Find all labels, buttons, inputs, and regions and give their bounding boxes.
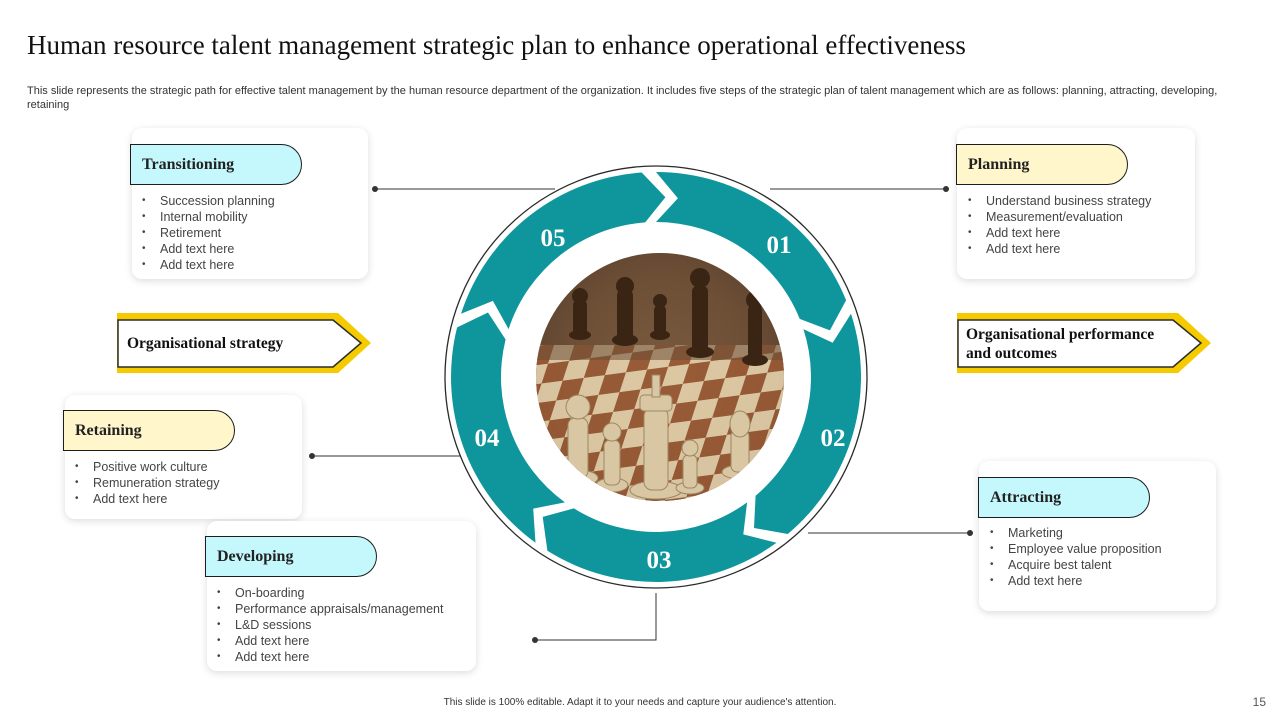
list-item: Remuneration strategy <box>73 475 219 491</box>
list-item: Add text here <box>988 573 1162 589</box>
slide-subtitle: This slide represents the strategic path… <box>27 85 1218 111</box>
stage-title-developing: Developing <box>205 536 377 577</box>
list-item: Employee value proposition <box>988 541 1162 557</box>
list-item: Measurement/evaluation <box>966 209 1151 225</box>
cycle-segment-1 <box>656 172 847 331</box>
left-arrow-shape <box>117 313 371 373</box>
step-number-05: 05 <box>541 225 566 252</box>
list-item: Add text here <box>140 241 275 257</box>
stage-title-transitioning: Transitioning <box>130 144 302 185</box>
step-numbers: 01 02 03 04 05 <box>475 225 846 574</box>
list-item: Marketing <box>988 525 1162 541</box>
transitioning-list: Succession planning Internal mobility Re… <box>140 193 275 273</box>
organisational-strategy-label: Organisational strategy <box>127 335 284 352</box>
connector-dots <box>309 186 973 643</box>
cycle-ring <box>451 172 862 582</box>
attracting-list: Marketing Employee value proposition Acq… <box>988 525 1162 589</box>
list-item: Add text here <box>215 649 443 665</box>
slide-footer: This slide is 100% editable. Adapt it to… <box>443 697 837 708</box>
cycle-segment-2 <box>754 313 862 534</box>
planning-list: Understand business strategy Measurement… <box>966 193 1151 257</box>
retaining-list: Positive work culture Remuneration strat… <box>73 459 219 507</box>
list-item: Succession planning <box>140 193 275 209</box>
stage-title-planning: Planning <box>956 144 1128 185</box>
cycle-segment-3 <box>542 502 777 582</box>
list-item: Add text here <box>140 257 275 273</box>
list-item: Understand business strategy <box>966 193 1151 209</box>
cycle-segment-5 <box>461 172 666 330</box>
list-item: Acquire best talent <box>988 557 1162 573</box>
list-item: Internal mobility <box>140 209 275 225</box>
step-number-04: 04 <box>475 425 501 452</box>
step-number-02: 02 <box>821 425 846 452</box>
list-item: L&D sessions <box>215 617 443 633</box>
list-item: Add text here <box>73 491 219 507</box>
stage-title-retaining: Retaining <box>63 410 235 451</box>
list-item: Performance appraisals/management <box>215 601 443 617</box>
list-item: Add text here <box>966 225 1151 241</box>
list-item: On-boarding <box>215 585 443 601</box>
organisational-performance-label: Organisational performance and outcomes <box>966 326 1155 362</box>
connector-lines <box>312 188 970 641</box>
list-item: Positive work culture <box>73 459 219 475</box>
step-number-01: 01 <box>767 232 792 259</box>
stage-title-attracting: Attracting <box>978 477 1150 518</box>
slide-title: Human resource talent management strateg… <box>27 30 966 60</box>
right-arrow-shape <box>957 313 1211 373</box>
page-number: 15 <box>1252 695 1266 709</box>
developing-list: On-boarding Performance appraisals/manag… <box>215 585 443 665</box>
list-item: Add text here <box>966 241 1151 257</box>
step-number-03: 03 <box>647 547 672 574</box>
list-item: Add text here <box>215 633 443 649</box>
list-item: Retirement <box>140 225 275 241</box>
cycle-segment-4 <box>451 312 565 543</box>
